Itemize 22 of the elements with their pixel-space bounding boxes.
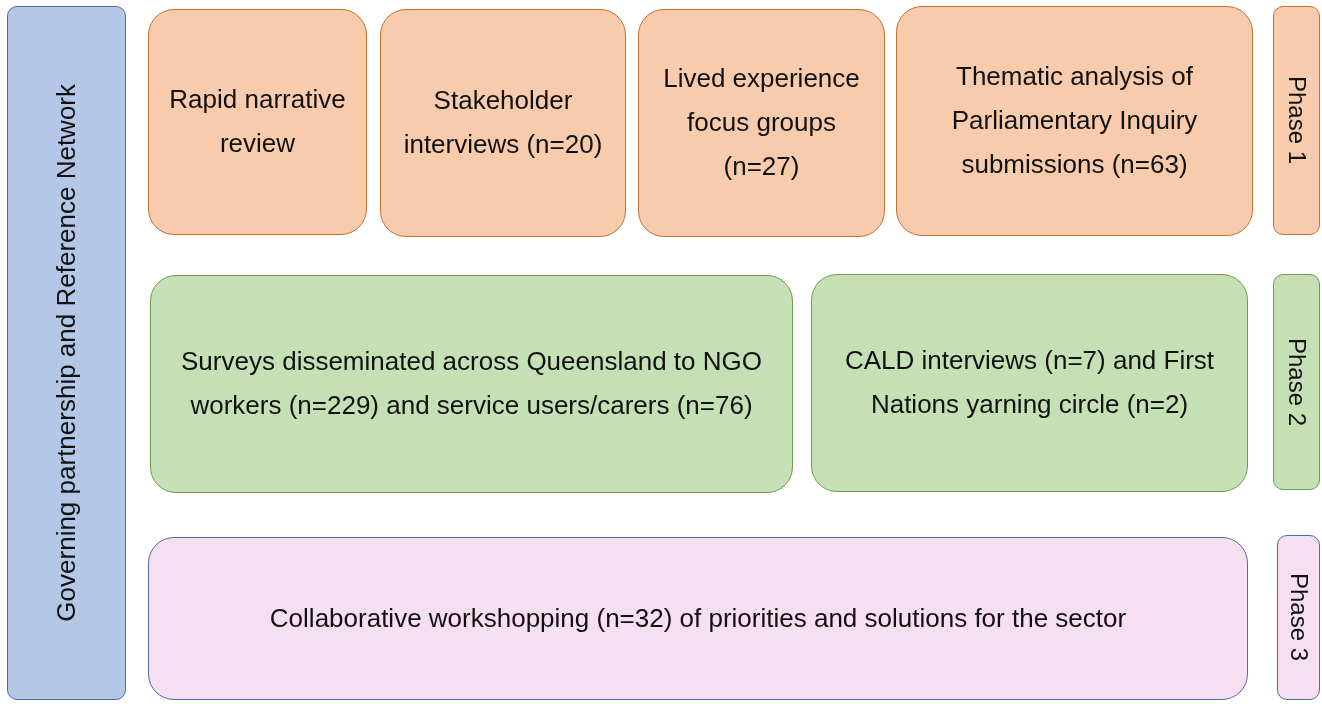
box-text: Stakeholder interviews (n=20) bbox=[402, 84, 604, 161]
box-text: Lived experience focus groups (n=27) bbox=[662, 62, 861, 183]
vertical-label: Phase 1 bbox=[1282, 76, 1312, 165]
box-text: Thematic analysis of Parliamentary Inquiry submissions (n=63) bbox=[950, 60, 1199, 181]
process-box bbox=[638, 9, 885, 237]
box-text: Collaborative workshopping (n=32) of priorities and solutions for the sector bbox=[269, 601, 1127, 635]
process-box bbox=[150, 275, 793, 493]
vertical-label: Phase 2 bbox=[1282, 337, 1312, 427]
vertical-label: Phase 3 bbox=[1284, 573, 1314, 662]
process-box bbox=[380, 9, 626, 237]
box-text: CALD interviews (n=7) and First Nations yarning circle (n=2) bbox=[843, 344, 1216, 421]
side-panel bbox=[7, 6, 126, 700]
vertical-label: Governing partnership and Reference Network bbox=[49, 84, 82, 622]
phase-tab bbox=[1277, 535, 1320, 700]
process-box bbox=[148, 537, 1248, 700]
box-text: Surveys disseminated across Queensland to NGO workers (n=229) and service users/carers (n=76) bbox=[180, 345, 763, 422]
process-box bbox=[811, 274, 1248, 492]
process-box bbox=[148, 9, 367, 235]
process-box bbox=[896, 6, 1253, 236]
phase-tab bbox=[1273, 274, 1320, 490]
phase-tab bbox=[1273, 6, 1320, 235]
box-text: Rapid narrative review bbox=[168, 83, 347, 160]
